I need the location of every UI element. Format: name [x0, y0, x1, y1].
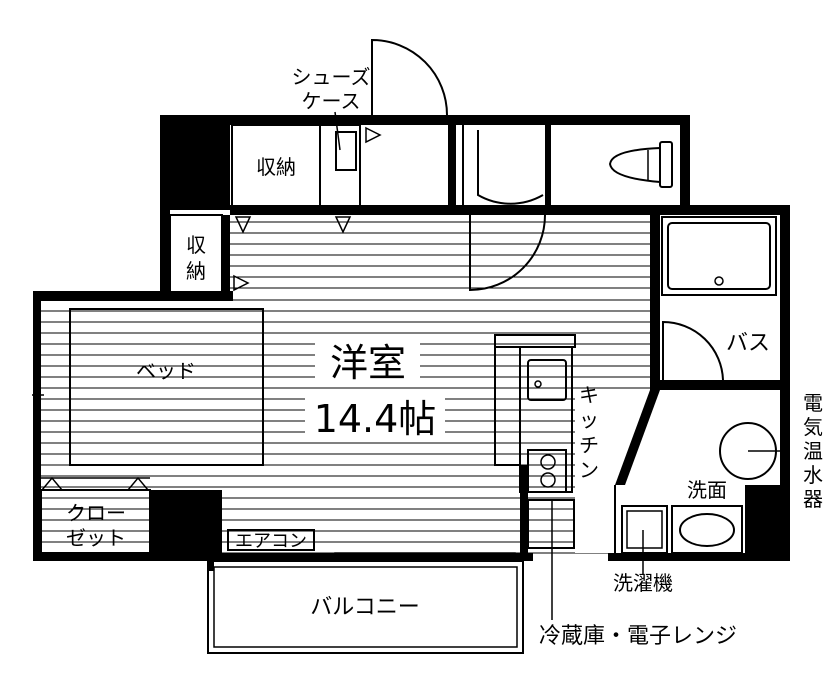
bath-label: バス	[726, 331, 770, 356]
fixtures	[32, 38, 790, 654]
storage-top-label: 収納	[256, 155, 296, 179]
floor-pattern-corridor	[230, 221, 650, 289]
kitchen-label: キッチン	[579, 383, 599, 482]
shoe-case-label-2: ケース	[302, 89, 361, 113]
balcony-label: バルコニー	[310, 595, 420, 620]
fridge-label: 冷蔵庫・電子レンジ	[539, 624, 737, 649]
room-labels: 洋室 14.4帖 収納 収 納 ベッド クロー ゼット エアコン バルコニー バ…	[66, 65, 823, 649]
closet-label-1: クロー	[66, 501, 126, 525]
closet-label-2: ゼット	[66, 526, 126, 550]
bed-label: ベッド	[136, 359, 196, 383]
storage-side-label-2: 納	[186, 259, 206, 283]
storage-side-label-1: 収	[186, 233, 206, 257]
aircon-label: エアコン	[235, 531, 307, 552]
walls	[33, 115, 790, 561]
western-room-size-label: 14.4帖	[314, 397, 437, 441]
washing-machine-label: 洗濯機	[613, 571, 673, 595]
washbasin-label: 洗面	[687, 478, 727, 502]
water-heater-label: 電気温水器	[803, 391, 823, 511]
shoe-case-label-1: シューズ	[292, 65, 371, 89]
western-room-label: 洋室	[330, 341, 406, 385]
